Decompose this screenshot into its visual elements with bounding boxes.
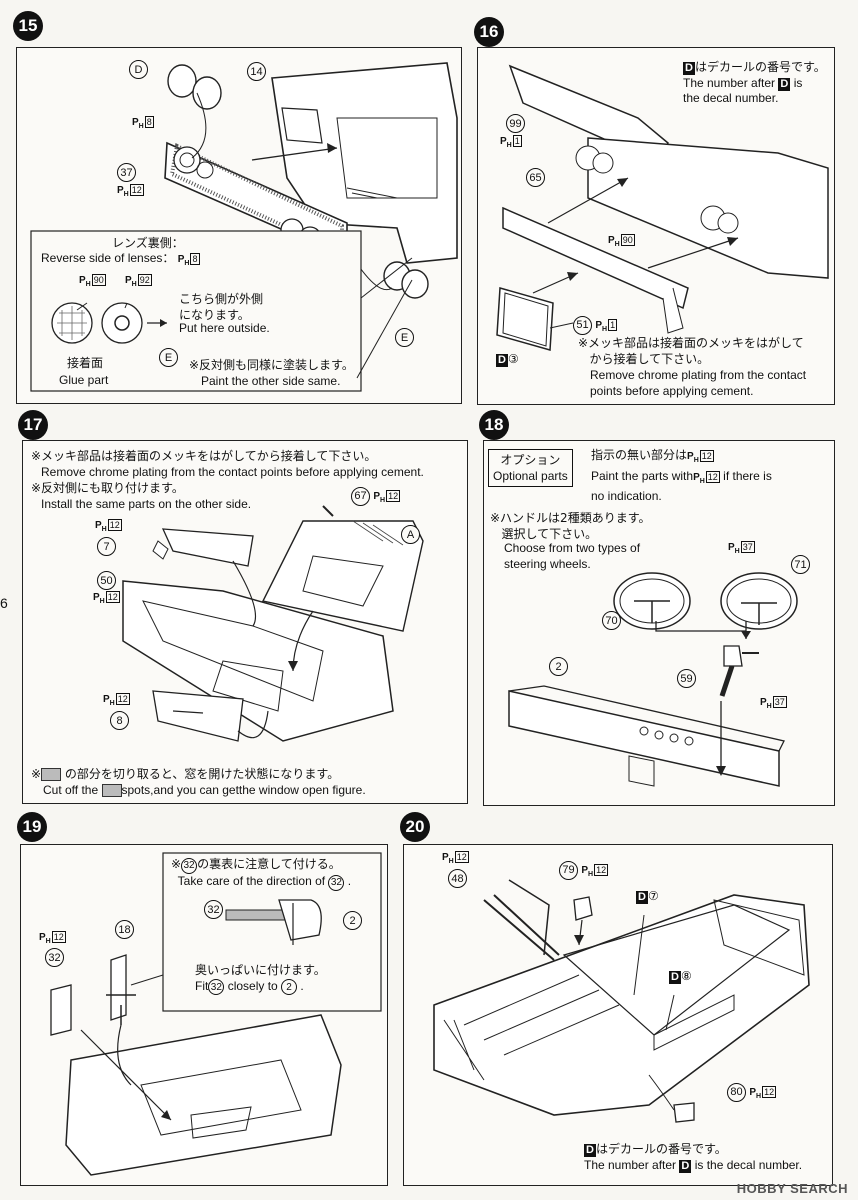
step-18-illustration bbox=[508, 572, 798, 787]
lens-note-jp: レンズ裏側： bbox=[112, 236, 184, 250]
outside-en: Put here outside. bbox=[179, 321, 270, 335]
step-18-number: 18 bbox=[479, 410, 509, 440]
step-20-number: 20 bbox=[400, 812, 430, 842]
step-19-illustration bbox=[50, 852, 382, 1176]
step-17-number: 17 bbox=[18, 410, 48, 440]
glue-part-jp: 接着面 bbox=[67, 356, 104, 370]
part-32-label: 32 bbox=[45, 948, 64, 967]
part-65-label: 65 bbox=[526, 168, 545, 187]
part-18-label: 18 bbox=[115, 920, 134, 939]
step-17-panel: ※メッキ部品は接着面のメッキをはがしてから接着して下さい。 Remove chr… bbox=[22, 440, 468, 804]
step-17-illustration bbox=[122, 505, 424, 742]
chrome-note-jp: ※メッキ部品は接着面のメッキをはがしてから接着して下さい。 bbox=[31, 449, 377, 463]
part-A-label: A bbox=[401, 525, 420, 544]
chrome-note-en: Remove chrome plating from the contact p… bbox=[41, 465, 424, 479]
part-E-label: E bbox=[395, 328, 414, 347]
part-32-inset-label: 32 bbox=[204, 900, 223, 919]
cut-note-en: Cut off the spots,and you can getthe win… bbox=[43, 783, 366, 798]
part-71-label: 71 bbox=[791, 555, 810, 574]
part-7-label: 7 bbox=[97, 537, 116, 556]
outside-jp: こちら側が外側になります。 bbox=[179, 292, 264, 322]
part-70-label: 70 bbox=[602, 611, 621, 630]
part-14-label: 14 bbox=[247, 62, 266, 81]
paint-same-jp: ※反対側も同様に塗装します。 bbox=[189, 358, 354, 372]
page-marker: 6 bbox=[0, 595, 8, 611]
part-37-label: 37 bbox=[117, 163, 136, 182]
part-2-label: 2 bbox=[549, 657, 568, 676]
part-59-label: 59 bbox=[677, 669, 696, 688]
part-E-inset-label: E bbox=[159, 348, 178, 367]
cut-note-jp: ※ の部分を切り取ると、窓を開けた状態になります。 bbox=[31, 767, 340, 781]
chrome-note-jp: ※メッキ部品は接着面のメッキをはがして から接着して下さい。 bbox=[578, 336, 804, 366]
step-16-number: 16 bbox=[474, 17, 504, 47]
part-99-label: 99 bbox=[506, 114, 525, 133]
step-16-illustration bbox=[496, 64, 829, 351]
other-side-en: Install the same parts on the other side… bbox=[41, 497, 252, 511]
paint-same-en: Paint the other side same. bbox=[201, 374, 341, 388]
part-48-label: 48 bbox=[448, 869, 467, 888]
steering-note-jp: ※ハンドルは2種類あります。 選択して下さい。 bbox=[490, 511, 651, 541]
step-20-illustration bbox=[433, 879, 810, 1123]
part-8-label: 8 bbox=[110, 711, 129, 730]
watermark: HOBBY SEARCH bbox=[736, 1181, 848, 1196]
part-2-inset-label: 2 bbox=[343, 911, 362, 930]
other-side-jp: ※反対側にも取り付けます。 bbox=[31, 481, 184, 495]
step-15-number: 15 bbox=[13, 11, 43, 41]
step-19-number: 19 bbox=[17, 812, 47, 842]
glue-part-en: Glue part bbox=[59, 373, 109, 387]
part-50-label: 50 bbox=[97, 571, 116, 590]
step-15-illustration bbox=[30, 62, 458, 392]
part-D-label: D bbox=[129, 60, 148, 79]
